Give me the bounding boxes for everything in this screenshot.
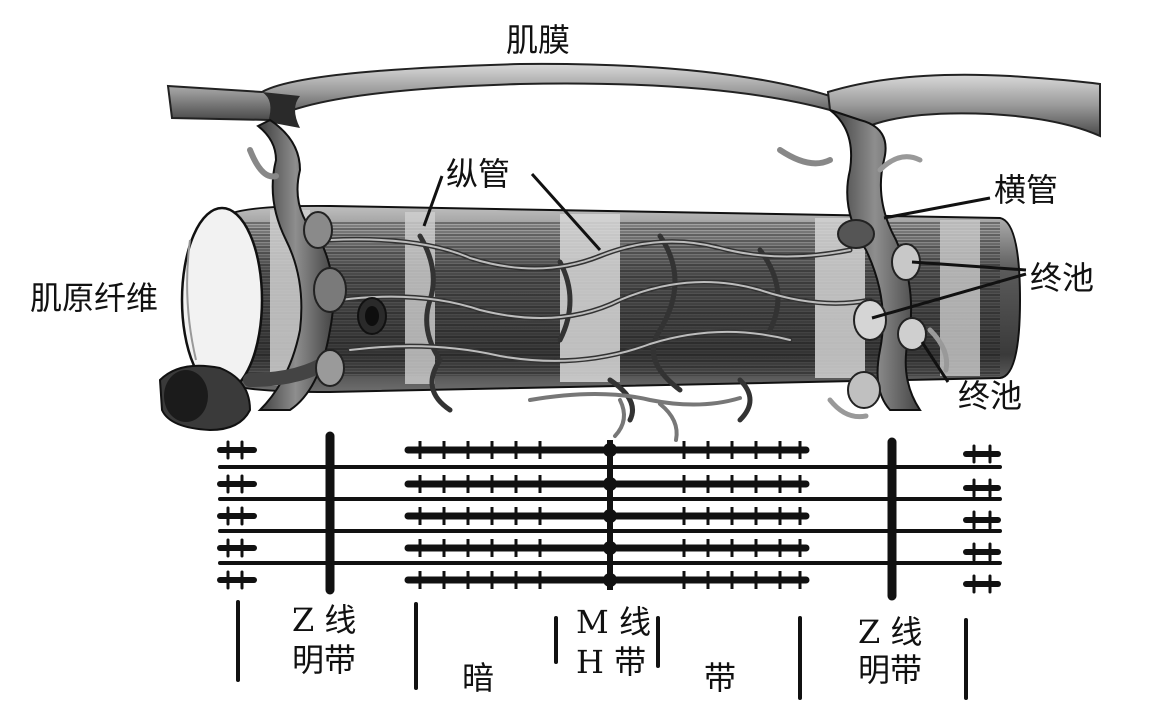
leader-cisterna-1a (911, 260, 1027, 272)
label-light-band-right: 明带 (858, 651, 923, 689)
leader-cisterna-2 (920, 341, 950, 383)
m-line-node (603, 443, 617, 457)
leader-transverse (883, 196, 991, 220)
label-z-line-left: Z 线 (292, 601, 357, 639)
label-m-line: M 线 (576, 603, 651, 641)
m-line-node (603, 541, 617, 555)
label-dark-band-right: 带 (704, 659, 737, 697)
band-boundary-markers (236, 600, 968, 700)
m-line-node (603, 477, 617, 491)
label-dark-band-left: 暗 (462, 659, 495, 697)
sarcomere-schematic (217, 431, 1002, 601)
thin-filaments (218, 465, 1002, 565)
label-z-line-right: Z 线 (858, 613, 923, 651)
edge-filament-stubs (217, 440, 1001, 594)
longitudinal-tubule-highlight (329, 238, 871, 362)
label-myofibril: 肌原纤维 (30, 279, 159, 317)
transverse-tubule-left (158, 118, 387, 432)
m-line-node (603, 509, 617, 523)
leader-longitudinal-left (422, 175, 444, 227)
label-terminal-cisterna-1: 终池 (1030, 259, 1095, 297)
label-h-band: H 带 (576, 643, 647, 681)
sarcolemma-membrane (166, 62, 1101, 138)
z-lines (325, 431, 897, 601)
m-line (603, 440, 617, 590)
label-transverse-tubule: 横管 (994, 171, 1059, 209)
label-longitudinal-tubule: 纵管 (446, 155, 511, 193)
transverse-tubule-right (777, 109, 950, 420)
leader-cisterna-1b (871, 272, 1027, 320)
leader-longitudinal-right (530, 172, 602, 252)
label-light-band-left: 明带 (292, 641, 357, 679)
lower-tubule-branches (528, 392, 742, 442)
m-line-node (603, 573, 617, 587)
label-sarcolemma: 肌膜 (506, 21, 571, 59)
leader-lines (422, 172, 1027, 383)
cross-bridges (418, 441, 802, 589)
label-terminal-cisterna-2: 终池 (958, 377, 1023, 415)
